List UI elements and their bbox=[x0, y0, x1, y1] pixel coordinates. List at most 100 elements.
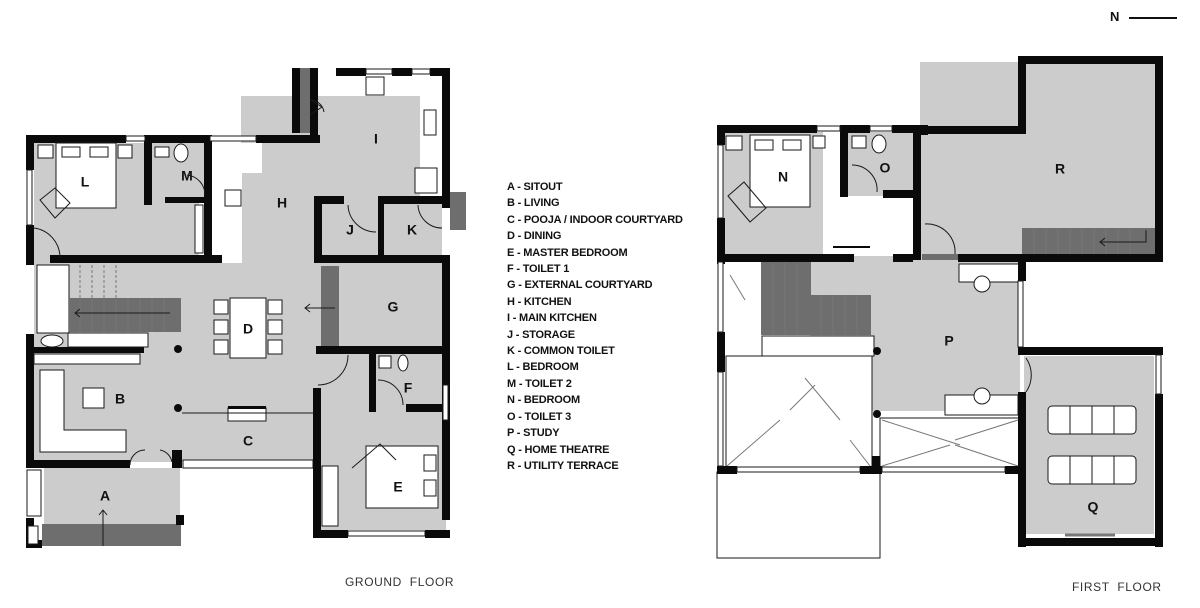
north-arrow-icon bbox=[1129, 17, 1177, 19]
door-swing-terrace bbox=[924, 223, 956, 255]
room-label-d: D bbox=[243, 321, 253, 337]
legend-item: E - MASTER BEDROOM bbox=[507, 246, 628, 259]
legend-item: J - STORAGE bbox=[507, 328, 575, 341]
column bbox=[873, 347, 881, 355]
legend-item: Q - HOME THEATRE bbox=[507, 443, 610, 456]
terrace-threshold bbox=[922, 254, 958, 260]
legend-item: F - TOILET 1 bbox=[507, 263, 570, 276]
room-q-fill bbox=[1024, 356, 1154, 534]
room-r-fill bbox=[920, 62, 1158, 258]
main-door-swing bbox=[129, 449, 173, 466]
north-marker-label: N bbox=[1110, 9, 1120, 24]
room-label-m: M bbox=[181, 168, 193, 184]
legend-item: C - POOJA / INDOOR COURTYARD bbox=[507, 213, 683, 226]
legend-item: G - EXTERNAL COURTYARD bbox=[507, 279, 653, 292]
ground-floor-title: GROUND FLOOR bbox=[345, 575, 455, 589]
sitout-steps bbox=[42, 524, 181, 546]
toilet-f-icon bbox=[397, 354, 409, 372]
first-floor-plan: N O P Q R bbox=[716, 56, 1163, 559]
chair bbox=[973, 387, 991, 405]
legend-item: D - DINING bbox=[507, 230, 562, 243]
wash-basin-icon bbox=[40, 334, 64, 348]
toilet-o-icon bbox=[871, 134, 887, 154]
room-label-e: E bbox=[393, 479, 402, 495]
room-label-n: N bbox=[778, 169, 788, 185]
courtyard-step bbox=[321, 266, 339, 346]
column bbox=[873, 410, 881, 418]
room-label-r: R bbox=[1055, 161, 1065, 177]
round-table bbox=[973, 275, 991, 293]
room-label-o: O bbox=[880, 160, 891, 176]
first-furniture bbox=[725, 134, 1137, 485]
legend-item: K - COMMON TOILET bbox=[507, 345, 615, 358]
landing bbox=[761, 335, 875, 357]
rug-l bbox=[39, 187, 71, 219]
ground-floor-plan: A B C D E F G H I J K L M bbox=[26, 68, 466, 548]
room-label-k: K bbox=[407, 222, 417, 238]
legend-item: I - MAIN KITCHEN bbox=[507, 312, 597, 325]
door-swing-o bbox=[851, 164, 878, 193]
main-stove-icon bbox=[365, 76, 385, 96]
door-swing-l bbox=[33, 227, 61, 259]
door-swing-j bbox=[347, 204, 377, 233]
pooja-unit bbox=[227, 407, 267, 422]
tv-console bbox=[67, 332, 149, 348]
door-swing-q bbox=[1025, 357, 1032, 393]
first-floor-title: FIRST FLOOR bbox=[1072, 580, 1162, 594]
coffee-table bbox=[82, 387, 105, 409]
room-label-a: A bbox=[100, 488, 110, 504]
first-windows bbox=[717, 125, 1162, 537]
legend-item: N - BEDROOM bbox=[507, 394, 580, 407]
room-label-j: J bbox=[346, 222, 354, 238]
legend-item: A - SITOUT bbox=[507, 181, 563, 193]
room-label-i: I bbox=[374, 131, 378, 147]
room-legend: A - SITOUT B - LIVING C - POOJA / INDOOR… bbox=[507, 179, 683, 474]
legend-item: H - KITCHEN bbox=[507, 295, 572, 308]
double-height-void bbox=[725, 355, 873, 469]
legend-item: R - UTILITY TERRACE bbox=[507, 459, 619, 472]
room-g-fill bbox=[318, 262, 446, 350]
courtyard-arrow-icon bbox=[304, 303, 335, 313]
kitchen-counter bbox=[222, 143, 262, 173]
ground-windows bbox=[26, 68, 449, 545]
rug-e bbox=[351, 443, 397, 469]
stove-icon bbox=[224, 189, 242, 207]
room-label-f: F bbox=[404, 380, 413, 396]
wardrobe-o bbox=[893, 196, 913, 254]
balcony-outline bbox=[716, 471, 881, 559]
room-label-g: G bbox=[388, 299, 399, 315]
legend-item: B - LIVING bbox=[507, 197, 560, 210]
ground-furniture bbox=[33, 76, 443, 546]
door-swing-m bbox=[186, 174, 206, 196]
toilet-m-icon bbox=[173, 143, 189, 163]
column bbox=[174, 404, 182, 412]
legend-item: O - TOILET 3 bbox=[507, 410, 572, 423]
first-walls bbox=[717, 56, 1163, 547]
room-c-fill bbox=[182, 414, 314, 460]
entry-arrow-icon bbox=[98, 509, 108, 546]
courtyard-edge bbox=[182, 459, 314, 469]
door-swing-e bbox=[317, 354, 349, 386]
first-stair-lower bbox=[761, 295, 871, 335]
terrace-stair-arrow-icon bbox=[1099, 230, 1147, 247]
stair-landing bbox=[36, 264, 70, 334]
rug-n bbox=[727, 181, 767, 223]
kitchen-counter-side bbox=[222, 173, 242, 263]
dining-table bbox=[229, 297, 267, 359]
legend-item: L - BEDROOM bbox=[507, 361, 579, 374]
wardrobe-l bbox=[194, 204, 204, 254]
room-label-p: P bbox=[944, 333, 953, 349]
legend-item: P - STUDY bbox=[507, 427, 560, 440]
sink-icon bbox=[423, 109, 437, 136]
stair-arrow-icon bbox=[74, 308, 170, 318]
legend-item: M - TOILET 2 bbox=[507, 377, 572, 390]
room-label-b: B bbox=[115, 391, 125, 407]
column bbox=[174, 345, 182, 353]
utility-door bbox=[309, 99, 325, 116]
wardrobe-e bbox=[321, 465, 339, 527]
room-label-c: C bbox=[243, 433, 253, 449]
room-label-h: H bbox=[277, 195, 287, 211]
fridge bbox=[414, 167, 438, 194]
void-cross-lines bbox=[726, 274, 1019, 467]
